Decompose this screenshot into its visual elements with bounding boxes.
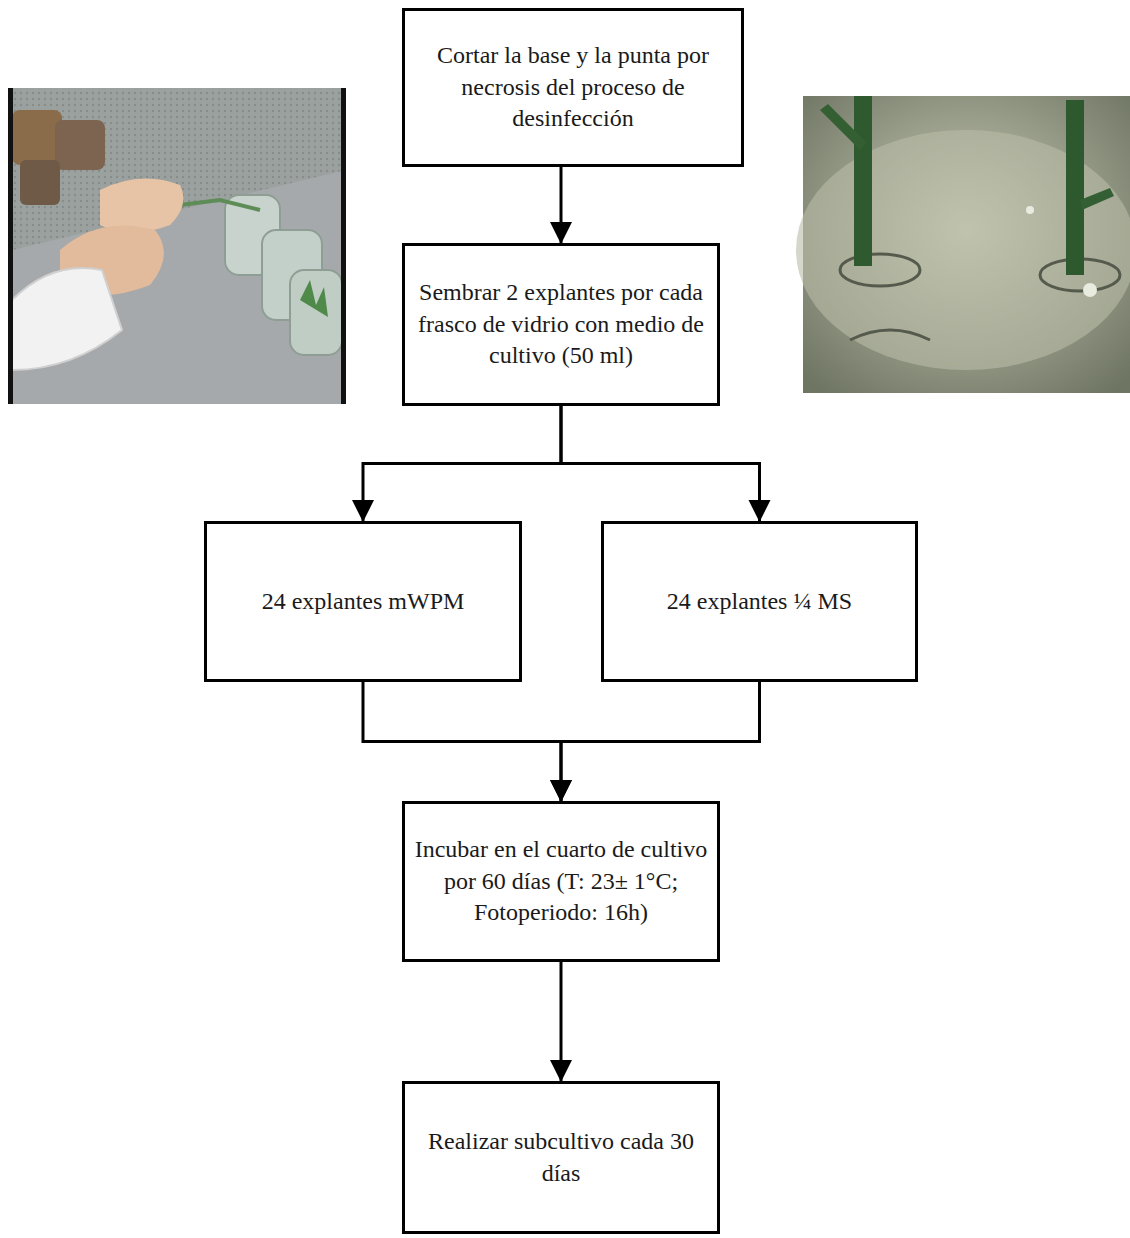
process-box: Realizar subcultivo cada 30 días (402, 1081, 720, 1234)
box-text: Cortar la base y la punta por necrosis d… (405, 40, 741, 136)
text-stack: 24 explantes mWPM (254, 586, 473, 618)
photo-mark (840, 254, 920, 286)
photo-sleeve (12, 268, 122, 370)
flow-arrow (363, 682, 561, 801)
photo-jar (55, 120, 105, 170)
photo-mark (850, 330, 930, 340)
box-text: Realizar subcultivo cada 30 días (405, 1126, 717, 1190)
box-text: Sembrar 2 explantes por cada frasco de v… (405, 277, 717, 373)
photo-jar (290, 270, 342, 355)
process-box: Sembrar 2 explantes por cada frasco de v… (402, 243, 720, 406)
process-box: Cortar la base y la punta por necrosis d… (402, 8, 744, 167)
photo-hand (100, 179, 183, 233)
photo-plant (180, 200, 260, 210)
flow-arrow (560, 167, 563, 243)
explant-photo (796, 96, 1130, 393)
photo-bubble (1026, 206, 1034, 214)
photo-stem (820, 104, 866, 150)
photo-bench (12, 170, 346, 404)
flow-arrow (561, 406, 760, 521)
flow-arrow (560, 962, 563, 1081)
process-box: 24 explantes mWPM (204, 521, 522, 682)
photo-stem (1066, 100, 1084, 275)
photo-wall (8, 88, 346, 404)
text-stack: Incubar en el cuarto de cultivo por 60 d… (405, 834, 717, 930)
photo-jar (12, 110, 62, 165)
process-box: 24 explantes ¼ MS (601, 521, 918, 682)
flow-arrow (561, 682, 760, 801)
photo-edge (341, 88, 346, 404)
text-stack: 24 explantes ¼ MS (659, 586, 860, 618)
box-text: 24 explantes ¼ MS (659, 586, 860, 618)
photo-edge (8, 88, 13, 404)
photo-stem (1080, 188, 1114, 210)
process-box: Incubar en el cuarto de cultivo por 60 d… (402, 801, 720, 962)
photo-stem (854, 96, 872, 266)
photo-plant (300, 280, 328, 317)
text-stack: Sembrar 2 explantes por cada frasco de v… (405, 277, 717, 373)
box-text: Incubar en el cuarto de cultivo por 60 d… (405, 834, 717, 930)
photo-bubble (1083, 283, 1097, 297)
text-stack: Realizar subcultivo cada 30 días (405, 1126, 717, 1190)
lab-photo (8, 88, 346, 404)
text-stack: Cortar la base y la punta por necrosis d… (405, 40, 741, 136)
box-text: 24 explantes mWPM (254, 586, 473, 618)
flow-arrow (363, 406, 561, 521)
photo-jar (20, 160, 60, 205)
